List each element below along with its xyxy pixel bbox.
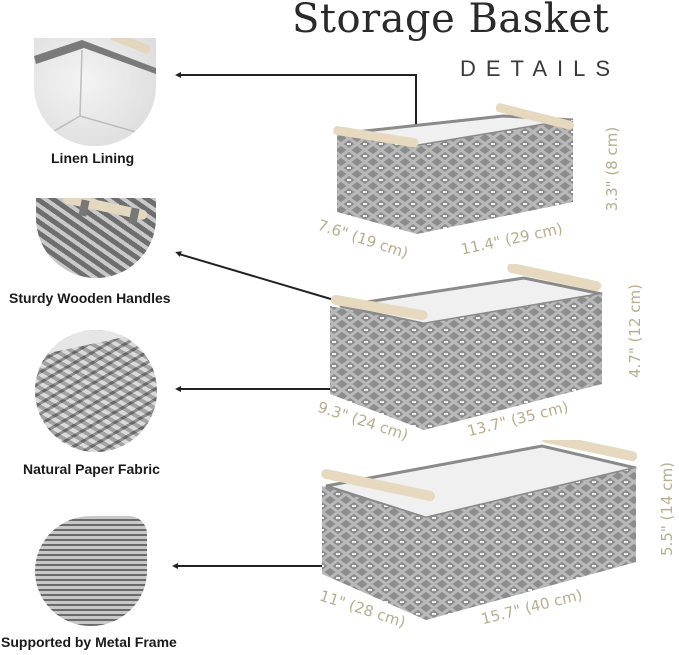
feature-label-wooden-handles: Sturdy Wooden Handles — [9, 290, 171, 306]
small-height-dimension: 3.3" (8 cm) — [603, 126, 622, 212]
feature-label-metal-frame: Supported by Metal Frame — [1, 634, 177, 650]
connector-line — [178, 253, 336, 301]
feature-label-linen-lining: Linen Lining — [51, 150, 135, 166]
metal-frame-closeup-icon — [35, 516, 147, 626]
page-subtitle: DETAILS — [460, 56, 621, 81]
linen-corner-icon — [34, 38, 156, 139]
connector-line — [180, 74, 416, 76]
arrow-head-icon — [175, 386, 181, 392]
handle-icon — [62, 198, 148, 225]
medium-basket-image — [330, 264, 603, 430]
paper-weave-closeup-icon — [35, 330, 157, 452]
small-basket-image — [333, 103, 574, 234]
connector-line — [415, 74, 417, 134]
wooden-handle-closeup-icon — [36, 198, 156, 278]
feature-label-paper-fabric: Natural Paper Fabric — [23, 461, 160, 477]
connector-line — [180, 388, 340, 390]
arrow-head-icon — [175, 72, 181, 78]
large-basket-image — [321, 440, 638, 620]
arrow-head-icon — [172, 563, 178, 569]
large-height-dimension: 5.5" (14 cm) — [657, 462, 676, 556]
connector-line — [177, 565, 325, 567]
page-title: Storage Basket — [292, 0, 610, 42]
linen-lining-closeup-icon — [34, 38, 156, 146]
medium-height-dimension: 4.7" (12 cm) — [625, 284, 644, 378]
